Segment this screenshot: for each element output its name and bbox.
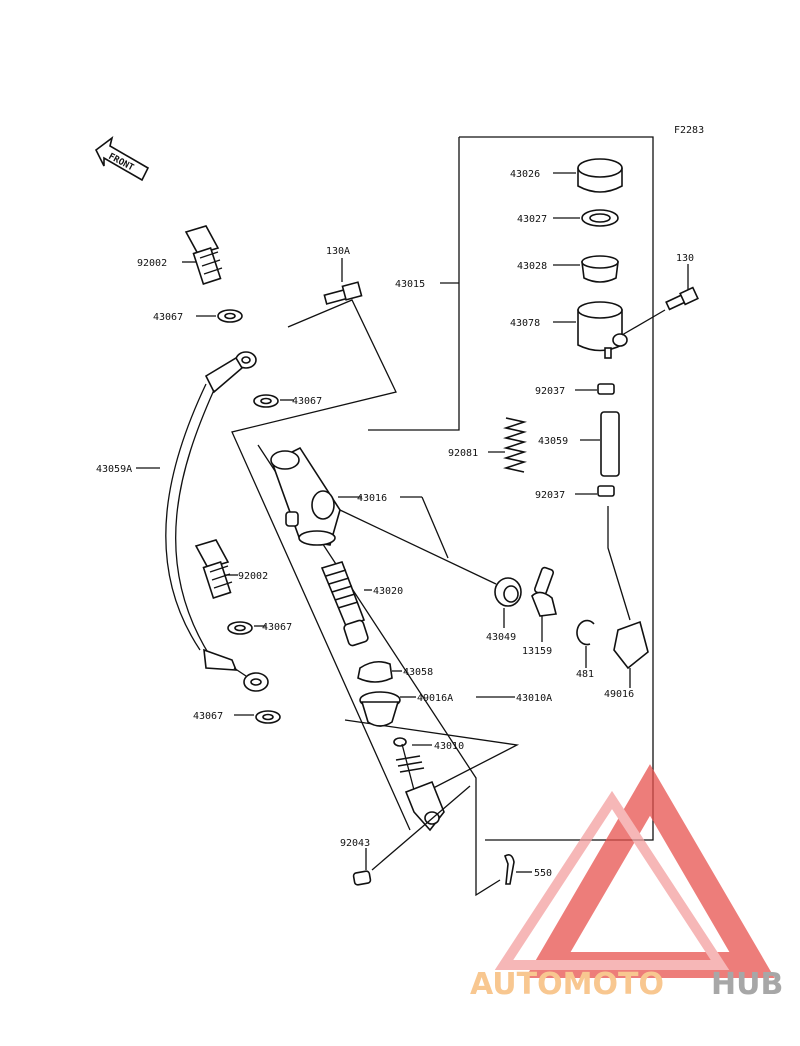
reservoir-cap-part [577, 158, 623, 193]
assembly-outline-left [368, 137, 460, 431]
label-92081: 92081 [448, 448, 478, 459]
banjo-bolt-92002-lower-part [194, 539, 233, 600]
reservoir-plate-part [581, 209, 619, 227]
reservoir-hose-part [600, 411, 620, 477]
label-92002-upper: 92002 [137, 258, 167, 269]
label-43028: 43028 [517, 261, 547, 272]
clamp-92037-upper-part [597, 383, 615, 395]
washer-43067-d-part [255, 710, 281, 724]
circlip-481-part [576, 619, 595, 646]
label-92043: 92043 [340, 838, 370, 849]
clamp-92037-lower-part [597, 485, 615, 497]
fitting-13159-part [531, 566, 557, 617]
label-43049: 43049 [486, 632, 516, 643]
reservoir-tank-part [577, 301, 628, 359]
label-43010: 43010 [434, 741, 464, 752]
joint-49016-part [613, 620, 649, 670]
label-43059a: 43059A [96, 464, 132, 475]
figure-code: F2283 [674, 125, 704, 136]
label-43067-c: 43067 [262, 622, 292, 633]
label-43010a: 43010A [516, 693, 552, 704]
label-43078: 43078 [510, 318, 540, 329]
washer-43067-b-part [253, 394, 279, 408]
label-49016a: 49016A [417, 693, 453, 704]
watermark-text-part2: HUB [711, 967, 783, 1002]
label-130: 130 [676, 253, 694, 264]
label-43020: 43020 [373, 586, 403, 597]
label-550: 550 [534, 868, 552, 879]
diaphragm-part [581, 255, 619, 283]
label-43026: 43026 [510, 169, 540, 180]
pin-92043-part [352, 870, 372, 886]
label-43015: 43015 [395, 279, 425, 290]
label-13159: 13159 [522, 646, 552, 657]
cotter-pin-550-part [504, 854, 515, 885]
assembly-outline-43015 [459, 136, 654, 841]
retaining-ring-43058-part [357, 660, 393, 683]
label-130a: 130A [326, 246, 350, 257]
front-arrow-icon: FRONT [94, 136, 150, 182]
brake-hose-43059a-part [165, 351, 269, 692]
automotohub-watermark-logo: AUTOMOTO HUB [470, 764, 783, 1002]
label-481: 481 [576, 669, 594, 680]
label-43067-d: 43067 [193, 711, 223, 722]
guide-line-43010 [344, 719, 520, 801]
label-49016: 49016 [604, 689, 634, 700]
boot-49016a-part [359, 691, 401, 727]
watermark-text-part1: AUTOMOTO [470, 967, 664, 1002]
bolt-130-part [665, 286, 699, 311]
label-43059: 43059 [538, 436, 568, 447]
washer-43067-c-part [227, 621, 253, 635]
bolt-130a-part [323, 281, 363, 305]
banjo-bolt-92002-upper-part [184, 225, 223, 286]
grommet-43049-part [494, 577, 522, 607]
label-43027: 43027 [517, 214, 547, 225]
label-43067-a: 43067 [153, 312, 183, 323]
label-92037-lower: 92037 [535, 490, 565, 501]
label-43058: 43058 [403, 667, 433, 678]
master-cylinder-43016-part [270, 446, 341, 546]
guide-line-right [257, 444, 501, 897]
label-92002-lower: 92002 [238, 571, 268, 582]
label-92037-upper: 92037 [535, 386, 565, 397]
washer-43067-a-part [217, 309, 243, 323]
spring-92081-part [503, 417, 527, 473]
piston-43020-part [320, 561, 369, 647]
label-43016: 43016 [357, 493, 387, 504]
label-43067-b: 43067 [292, 396, 322, 407]
guide-line-upper [231, 299, 411, 831]
